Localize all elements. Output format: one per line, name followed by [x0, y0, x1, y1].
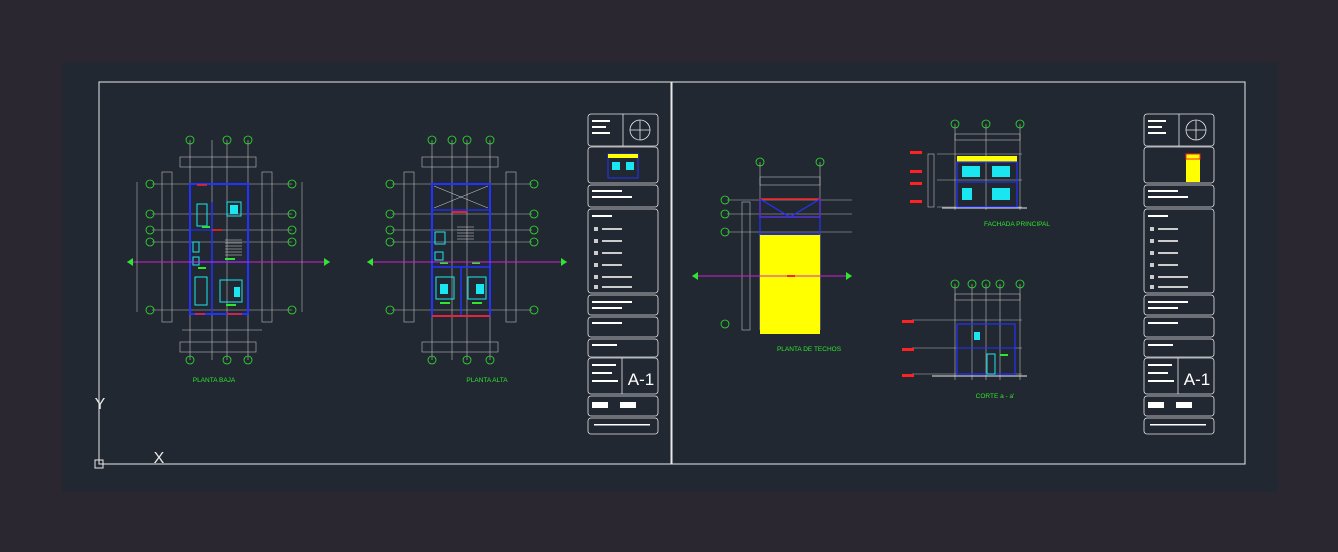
label-planta-alta: PLANTA ALTA [466, 377, 508, 384]
ucs-y-label: Y [95, 396, 106, 413]
label-planta-techos: PLANTA DE TECHOS [777, 346, 842, 353]
sheet-frame-right [671, 81, 1246, 465]
section-cut: CORTE a - a' [902, 279, 1027, 400]
plan-roof: PLANTA DE TECHOS [692, 157, 852, 353]
title-block-left [587, 113, 659, 435]
drawing-svg[interactable]: PLANTA BAJA [62, 62, 1278, 492]
sheet-frame-left [98, 81, 672, 465]
sheet-number-left: A-1 [628, 370, 654, 389]
key-plan-right [1185, 153, 1201, 182]
label-corte: CORTE a - a' [976, 393, 1015, 400]
drawing-canvas[interactable]: PLANTA BAJA [62, 62, 1278, 492]
ucs-icon [94, 422, 104, 469]
key-plan-left [607, 153, 639, 179]
plan-upper-floor: PLANTA ALTA [367, 135, 567, 384]
title-block-right [1143, 113, 1215, 435]
sheet-number-right: A-1 [1184, 370, 1210, 389]
elevation-front: FACHADA PRINCIPAL [910, 119, 1050, 228]
ucs-x-label: X [154, 450, 165, 467]
label-fachada: FACHADA PRINCIPAL [984, 221, 1050, 228]
plan-ground-floor: PLANTA BAJA [127, 135, 330, 384]
label-planta-baja: PLANTA BAJA [193, 377, 236, 384]
